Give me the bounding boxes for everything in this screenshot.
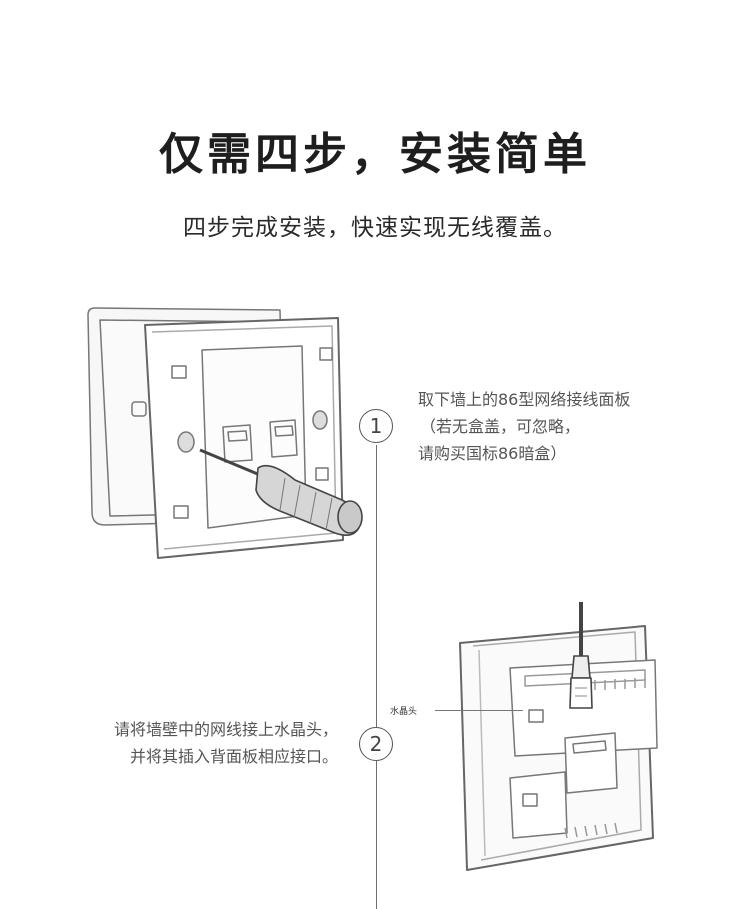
step-2-number: 2 xyxy=(359,727,393,761)
wall-panel-screwdriver-illustration xyxy=(87,307,363,559)
page-subtitle: 四步完成安装，快速实现无线覆盖。 xyxy=(183,215,567,241)
step-2-description: 请将墙壁中的网线接上水晶头， 并将其插入背面板相应接口。 xyxy=(88,716,338,770)
callout-line xyxy=(435,710,523,711)
step-1-description: 取下墙上的86型网络接线面板 （若无盒盖，可忽略， 请购买国标86暗盒） xyxy=(418,386,630,467)
crystal-head-label: 水晶头 xyxy=(390,707,418,717)
step-2-line-1: 请将墙壁中的网线接上水晶头， xyxy=(113,720,338,739)
page-title: 仅需四步，安装简单 xyxy=(159,129,591,180)
step-1-line-1: 取下墙上的86型网络接线面板 xyxy=(418,390,631,409)
step-1-line-2: （若无盒盖，可忽略， xyxy=(420,417,581,436)
step-1-number: 1 xyxy=(359,409,393,443)
router-backplate-illustration xyxy=(459,602,658,871)
timeline-line xyxy=(376,445,377,909)
step-2-line-2: 并将其插入背面板相应接口。 xyxy=(129,747,338,766)
step-1-line-3: 请购买国标86暗盒） xyxy=(418,444,567,463)
